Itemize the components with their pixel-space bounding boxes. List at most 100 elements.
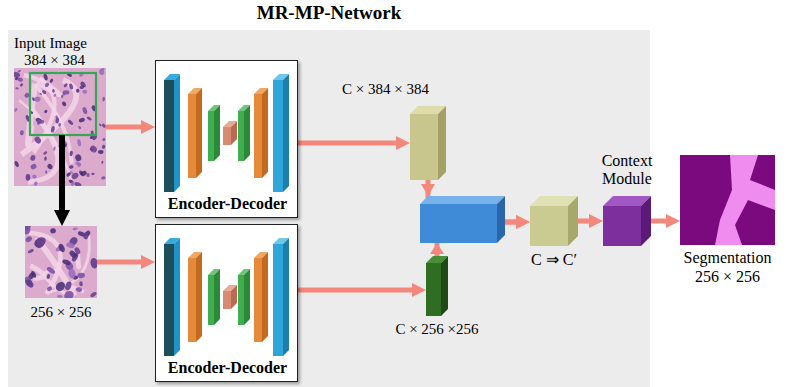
cell-nucleus (50, 228, 56, 234)
output-label: Segmentation (684, 249, 772, 267)
module-label: Encoder-Decoder (168, 195, 287, 213)
cell-nucleus (17, 77, 23, 82)
cell-nucleus (14, 76, 18, 81)
prism-front (208, 275, 214, 325)
cell-nucleus (82, 107, 88, 115)
prism-shape (410, 106, 446, 180)
cell-nucleus (15, 87, 19, 90)
prism-shape (223, 285, 237, 309)
prism-front (410, 114, 438, 180)
prism-front (223, 127, 231, 145)
prism-side (196, 88, 202, 178)
cell-nucleus (63, 83, 68, 88)
crop-arrow-shaft (59, 135, 65, 186)
encdec-node: Encoder-Decoder (155, 60, 298, 218)
cell-nucleus (98, 68, 105, 75)
cell-nucleus (44, 156, 47, 161)
cell-nucleus (75, 287, 82, 293)
cell-nucleus (25, 235, 33, 243)
tissue-strand (36, 241, 75, 296)
text-holder: Encoder-Decoder (156, 359, 299, 377)
cell-nucleus (46, 274, 51, 280)
image-label: Input Image (14, 35, 87, 52)
cell-nucleus (72, 227, 77, 230)
text-holder: Encoder-Decoder (156, 195, 299, 213)
prism-side (441, 256, 448, 316)
cell-nucleus (90, 291, 97, 298)
cell-nucleus (76, 89, 80, 93)
prism-shape (603, 196, 651, 246)
prism-shape (188, 88, 202, 178)
feature-block (410, 106, 446, 180)
cell-nucleus (83, 231, 90, 240)
module-label: Encoder-Decoder (168, 359, 287, 377)
cell-nucleus (89, 144, 98, 153)
cell-nucleus (25, 226, 31, 235)
cell-nucleus (75, 161, 82, 166)
cell-nucleus (14, 107, 18, 112)
text-holder: Segmentation (670, 249, 785, 267)
text-holder: MR-MP-Network (8, 2, 650, 24)
seg-node: Segmentation256 × 256 (680, 155, 775, 245)
cell-nucleus (14, 160, 20, 167)
prism-side (244, 105, 250, 161)
cell-nucleus (64, 281, 73, 291)
flow-arrow (97, 260, 141, 265)
prism-front (208, 111, 214, 161)
cell-nucleus (58, 123, 62, 127)
flow-arrow (578, 219, 589, 224)
prism-side (214, 105, 220, 161)
prism-side (244, 269, 250, 325)
prism-side (231, 121, 237, 145)
cell-nucleus (46, 266, 56, 275)
text-holder: Context Module (583, 152, 671, 189)
flow-arrow (298, 288, 412, 293)
tissue-strand (45, 270, 67, 295)
prism-front (164, 80, 174, 192)
cell-nucleus (77, 273, 85, 279)
cell-nucleus (46, 285, 53, 291)
cell-nucleus (63, 289, 76, 298)
cell-nucleus (44, 109, 48, 113)
tissue-image (14, 68, 106, 186)
prism-shape (530, 196, 578, 246)
cell-nucleus (37, 120, 44, 124)
cell-nucleus (90, 257, 97, 269)
cell-nucleus (78, 125, 82, 129)
prism-side (641, 196, 651, 246)
panel-title: MR-MP-Network (257, 2, 402, 24)
text-holder: 256 × 256 (11, 303, 111, 321)
feature-block (603, 196, 651, 246)
cell-nucleus (66, 242, 76, 249)
arrow-head (430, 243, 444, 254)
prism-front (273, 80, 283, 192)
prism-shape (223, 121, 237, 145)
prism-node: C ⇒ C′ (530, 196, 578, 246)
prism-node: C × 256 ×256 (426, 256, 448, 316)
cell-nucleus (44, 82, 50, 88)
feature-size: C × 256 ×256 (395, 321, 478, 338)
prism-side (174, 74, 180, 192)
cell-nucleus (101, 123, 106, 128)
cell-nucleus (30, 270, 37, 278)
encoder-decoder-icon (156, 61, 296, 193)
cell-nucleus (27, 248, 34, 254)
tissue-ground (25, 226, 97, 298)
tissue-strand (37, 78, 63, 96)
cell-nucleus (74, 181, 82, 186)
feature-block (530, 196, 578, 246)
cell-nucleus (101, 176, 106, 180)
cell-nucleus (82, 90, 87, 94)
cell-nucleus (37, 237, 46, 245)
text-holder: C ⇒ C′ (514, 251, 594, 269)
cell-nucleus (67, 119, 74, 126)
network-panel (8, 30, 650, 387)
cell-nucleus (70, 171, 74, 175)
tissue-image (25, 226, 97, 298)
crop-box (30, 73, 96, 135)
cell-nucleus (33, 181, 38, 186)
cell-nucleus (91, 173, 94, 176)
tissue-strand (28, 106, 58, 182)
cell-nucleus (74, 154, 82, 162)
